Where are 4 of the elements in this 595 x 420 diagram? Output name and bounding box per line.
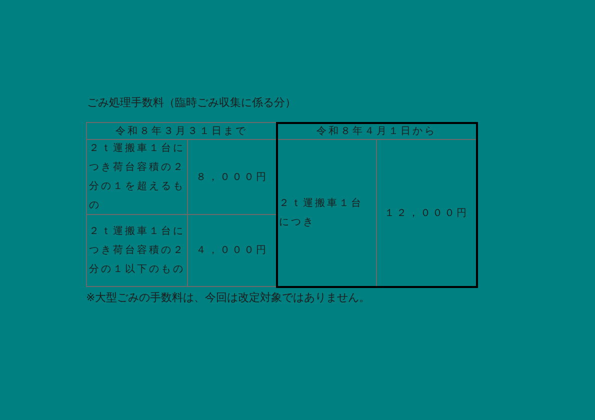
note: ※大型ごみの手数料は、今回は改定対象ではありません。 [86,290,370,305]
title: ごみ処理手数料（臨時ごみ収集に係る分） [87,95,296,110]
table-cell: ２ｔ運搬車１台につき荷台容積の２分の１以下のもの [86,214,188,287]
header-cell: 令和８年３月３１日まで [86,122,277,140]
